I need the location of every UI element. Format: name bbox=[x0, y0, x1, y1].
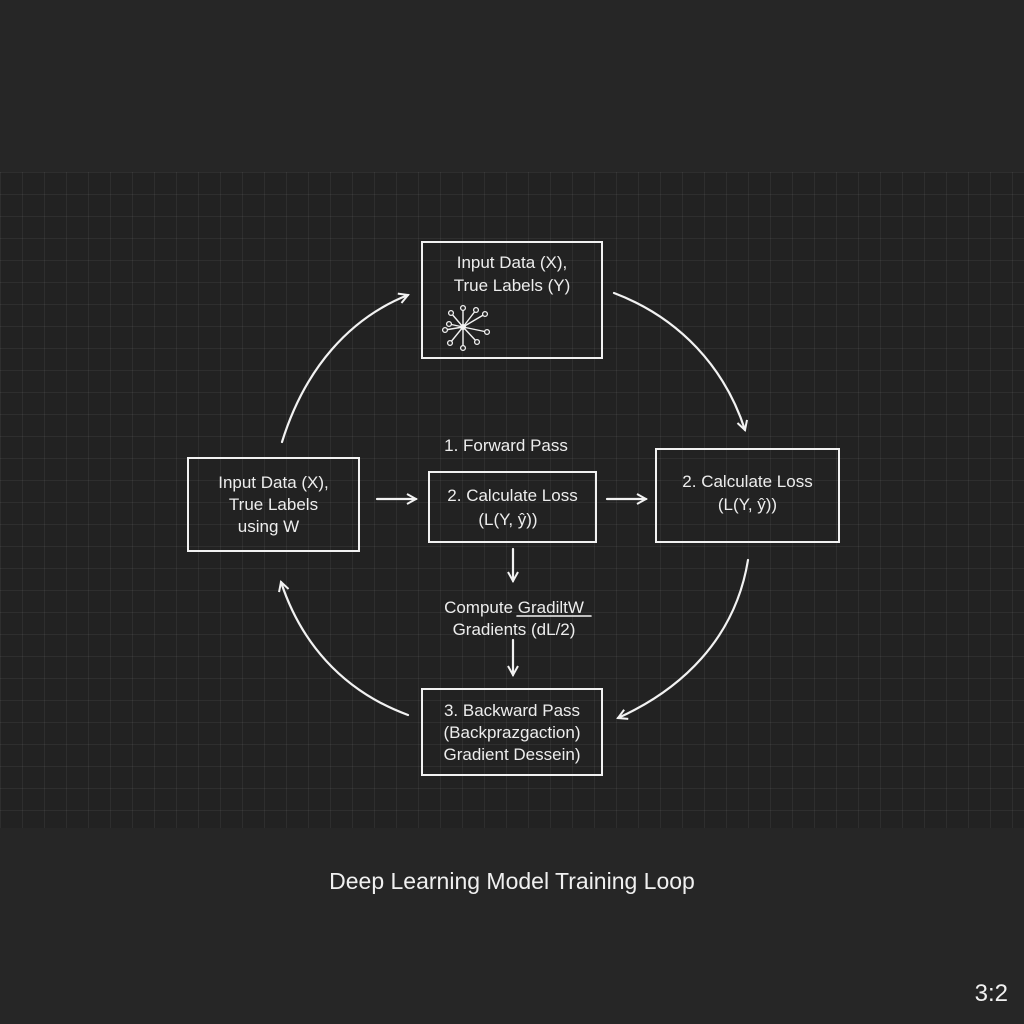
calculate-loss-box-right bbox=[655, 448, 840, 543]
left-box-line2: True Labels bbox=[228, 495, 319, 514]
left-box-line1: Input Data (X), bbox=[218, 473, 329, 492]
gradient-label-line1: Compute GradiltW bbox=[444, 598, 584, 617]
left-box-line3: using W bbox=[237, 517, 300, 536]
input-data-box-left bbox=[187, 457, 360, 552]
right-box-line1: 2. Calculate Loss bbox=[682, 472, 813, 491]
network-node-icon bbox=[441, 304, 491, 352]
top-box-line2: True Labels (Y) bbox=[453, 276, 571, 295]
right-box-line2: (L(Y, ŷ)) bbox=[717, 495, 778, 514]
input-data-box-top bbox=[421, 241, 603, 359]
arc-arrow-top-to-right bbox=[612, 291, 745, 430]
gradient-label-line2: Gradients (dL/2) bbox=[452, 620, 576, 639]
diagram-caption: Deep Learning Model Training Loop bbox=[329, 868, 695, 894]
bottom-box-line1: 3. Backward Pass bbox=[443, 701, 581, 720]
calculate-loss-box-center bbox=[428, 471, 597, 543]
backward-pass-box bbox=[421, 688, 603, 776]
arc-arrow-left-to-top bbox=[280, 295, 408, 444]
center-box-line1: 2. Calculate Loss bbox=[447, 486, 578, 505]
center-box-line2: (L(Y, ŷ)) bbox=[478, 510, 538, 529]
bottom-box-line3: Gradient Dessein) bbox=[443, 745, 581, 764]
aspect-ratio-label: 3:2 bbox=[974, 980, 1008, 1007]
grid-background bbox=[0, 172, 1024, 828]
forward-pass-label: 1. Forward Pass bbox=[444, 436, 568, 455]
top-box-line1: Input Data (X), bbox=[456, 253, 568, 272]
bottom-box-line2: (Backprazgaction) bbox=[443, 723, 581, 742]
arc-arrow-right-to-bottom bbox=[618, 558, 750, 718]
arc-arrow-bottom-to-left bbox=[281, 582, 410, 717]
